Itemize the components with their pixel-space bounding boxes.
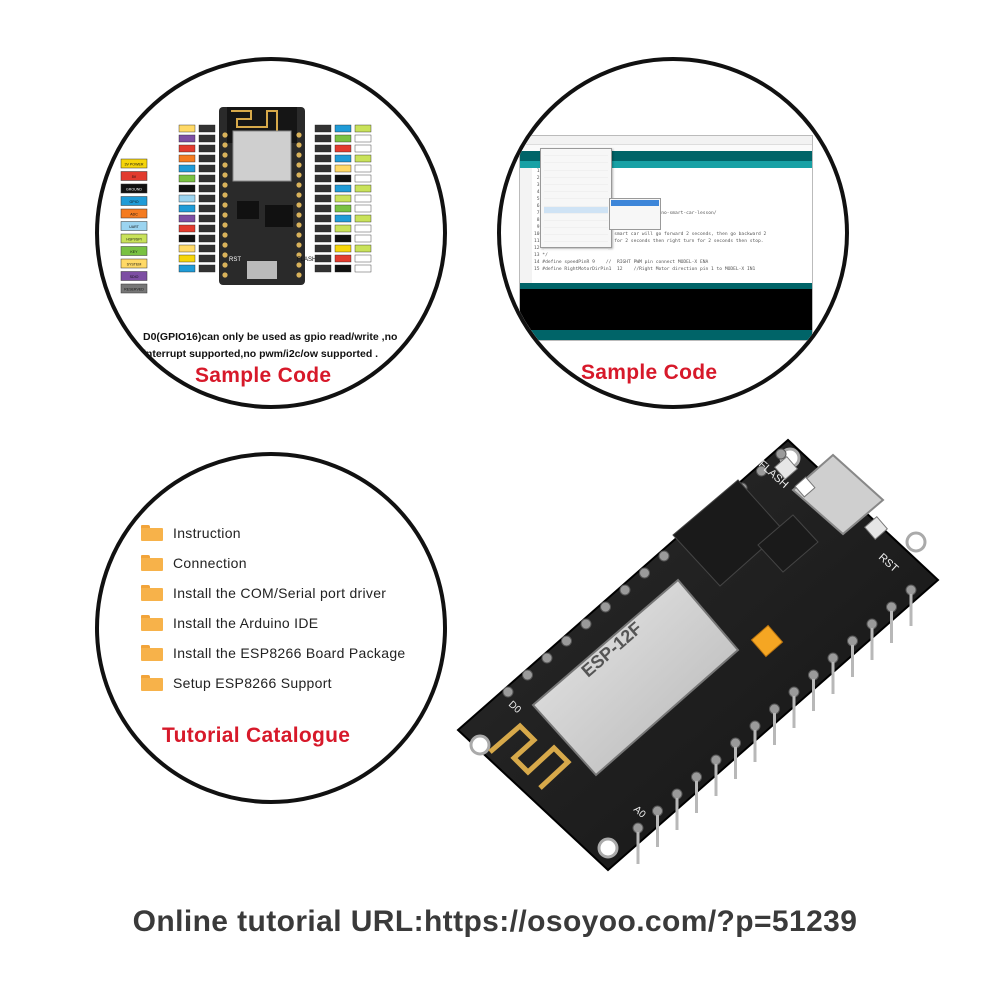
legend-swatch — [120, 221, 148, 231]
legend-label: 5V — [132, 175, 137, 179]
ide-gutter — [520, 168, 532, 283]
legend-swatch — [120, 246, 148, 256]
tutorial-item[interactable]: Install the COM/Serial port driver — [141, 578, 406, 608]
legend-swatch — [120, 171, 148, 181]
legend-label: UART — [129, 225, 140, 229]
legend-label: RESERVED — [124, 288, 144, 292]
legend-label: SYSTEM — [127, 263, 142, 267]
sample-code-caption-1: Sample Code — [195, 364, 332, 387]
ide-menubar — [520, 145, 812, 151]
folder-icon — [141, 645, 163, 661]
legend-swatch — [120, 233, 148, 244]
legend-swatch — [120, 208, 148, 219]
tutorial-item[interactable]: Setup ESP8266 Support — [141, 668, 406, 698]
legend-label: SDIO — [130, 275, 139, 279]
ide-titlebar — [520, 136, 812, 145]
svg-text:FLASH: FLASH — [297, 257, 316, 263]
legend-swatch — [120, 258, 148, 269]
tutorial-url: Online tutorial URL:https://osoyoo.com/?… — [132, 905, 858, 938]
legend-label: 3V POWER — [125, 163, 144, 167]
folder-icon — [141, 615, 163, 631]
ide-toolbar — [520, 151, 812, 161]
legend-swatch — [120, 283, 148, 294]
tutorial-item[interactable]: Install the ESP8266 Board Package — [141, 638, 406, 668]
legend-label: ADC — [130, 213, 138, 217]
tutorial-item-label: Instruction — [173, 525, 241, 541]
legend-swatch — [120, 158, 148, 169]
folder-icon — [141, 555, 163, 571]
folder-icon — [141, 525, 163, 541]
esp8266-board-photo: ESP-12F RST FLASH D0 A0 — [456, 438, 940, 872]
legend-label: GPIO — [130, 200, 139, 204]
ide-statusbar — [520, 330, 812, 340]
legend-label: HSPI/SPI — [126, 238, 141, 242]
tutorial-item[interactable]: Install the Arduino IDE — [141, 608, 406, 638]
legend-label: GROUND — [126, 188, 142, 192]
tutorial-item-label: Install the ESP8266 Board Package — [173, 645, 406, 661]
sample-code-caption-2: Sample Code — [581, 361, 718, 384]
folder-icon — [141, 675, 163, 691]
tutorial-item-label: Setup ESP8266 Support — [173, 675, 332, 691]
ide-tabs — [520, 161, 812, 169]
tutorial-item-label: Install the COM/Serial port driver — [173, 585, 387, 601]
tutorial-item[interactable]: Instruction — [141, 518, 406, 548]
arduino-ide-screenshot: 1 /* 2 3 4 5 6 7 //osoyoo.com/arduino-sm… — [519, 135, 813, 341]
tools-menu — [540, 148, 612, 250]
board-submenu — [609, 198, 661, 230]
tutorial-item-label: Install the Arduino IDE — [173, 615, 319, 631]
legend-label: KEY — [130, 250, 138, 254]
pinout-diagram: RST FLASH 3V POWER 5V GROUND GPIO ADC UART HSP… — [120, 107, 372, 294]
legend-swatch — [120, 271, 148, 281]
tutorial-item-label: Connection — [173, 555, 247, 571]
svg-text:RST: RST — [229, 257, 241, 263]
ide-panel: 1 /* 2 3 4 5 6 7 //osoyoo.com/arduino-sm… — [497, 57, 849, 409]
legend-swatch — [120, 196, 148, 206]
pinout-panel: RST FLASH 3V POWER 5V GROUND GPIO ADC UART HSP… — [95, 57, 447, 409]
folder-icon — [141, 585, 163, 601]
tutorial-item[interactable]: Connection — [141, 548, 406, 578]
legend-swatch — [120, 183, 148, 194]
ide-console — [520, 283, 812, 330]
tutorial-catalogue-caption: Tutorial Catalogue — [162, 724, 351, 747]
pinout-note: D0(GPIO16)can only be used as gpio read/… — [143, 331, 398, 360]
